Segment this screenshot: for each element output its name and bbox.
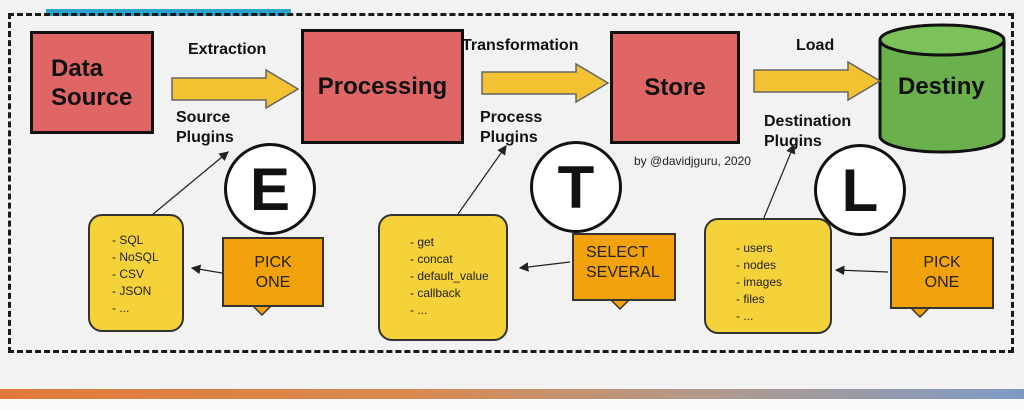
extraction-label: Extraction [188, 41, 267, 58]
destination-plugins-list: - users - nodes - images - files - ... [704, 218, 832, 334]
source-plugins-label: Source Plugins [176, 109, 234, 146]
extract-letter: E [249, 155, 291, 223]
pick-one-extract-text: PICK ONE [254, 254, 292, 291]
processing-label: Processing [317, 72, 448, 100]
load-letter-circle: L [814, 144, 906, 236]
process-plugins-list: - get - concat - default_value - callbac… [378, 214, 508, 341]
list-item: - files [736, 292, 765, 306]
list-item: - default_value [410, 269, 489, 283]
credit-text: by @davidjguru, 2020 [634, 154, 751, 168]
select-several-connector [518, 261, 571, 272]
select-several-callout: SELECT SEVERAL [572, 233, 676, 311]
select-several-text: SELECT SEVERAL [586, 244, 660, 281]
list-item: - images [736, 275, 783, 289]
list-item: - NoSQL [112, 250, 159, 264]
process-list-connector [457, 145, 507, 215]
top-accent-tab [46, 9, 291, 16]
list-item: - ... [736, 309, 754, 323]
extract-letter-circle: E [224, 143, 316, 235]
list-item: - get [410, 235, 435, 249]
diagram-frame [8, 13, 1014, 353]
destination-plugins-label: Destination Plugins [764, 113, 852, 150]
pick-one-load-callout: PICK ONE [890, 237, 994, 319]
source-list-connector [151, 151, 229, 216]
pick-one-load-text: PICK ONE [923, 254, 961, 291]
process-plugins-label: Process Plugins [480, 109, 543, 146]
list-item: - CSV [112, 267, 145, 281]
load-label: Load [796, 37, 835, 54]
list-item: - SQL [112, 233, 144, 247]
destiny-label: Destiny [898, 73, 985, 100]
destination-list-connector [762, 143, 796, 221]
list-item: - nodes [736, 258, 777, 272]
data-source-label: Data Source [51, 54, 133, 111]
extraction-arrow [171, 68, 300, 110]
bottom-strip [0, 399, 1024, 410]
pick-one-e-connector [190, 264, 223, 275]
store-label: Store [644, 73, 706, 101]
data-source-node: Data Source [30, 31, 154, 134]
transformation-label: Transformation [462, 37, 579, 54]
store-node: Store [610, 31, 740, 144]
destiny-cylinder [878, 23, 1006, 154]
pick-one-extract-callout: PICK ONE [222, 237, 324, 317]
transform-letter: T [557, 153, 595, 221]
list-item: - JSON [112, 284, 152, 298]
list-item: - users [736, 241, 773, 255]
list-item: - ... [410, 303, 428, 317]
list-item: - callback [410, 286, 461, 300]
bottom-gradient-bar [0, 389, 1024, 399]
load-arrow [753, 60, 882, 102]
pick-one-l-connector [834, 265, 889, 276]
list-item: - ... [112, 301, 130, 315]
transformation-arrow [481, 62, 610, 104]
source-plugins-list: - SQL - NoSQL - CSV - JSON - ... [88, 214, 184, 332]
transform-letter-circle: T [530, 141, 622, 233]
load-letter: L [841, 156, 879, 224]
list-item: - concat [410, 252, 453, 266]
processing-node: Processing [301, 29, 464, 144]
